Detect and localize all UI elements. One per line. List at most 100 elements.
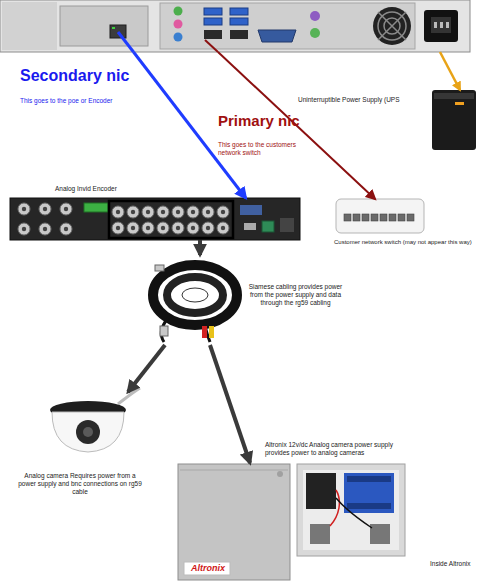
device-caption: Uninterruptible Power Supply (UPS [298, 96, 430, 104]
power-plug [209, 326, 214, 338]
usb-port [204, 18, 222, 25]
psu-board [306, 473, 336, 509]
bnc-connector [39, 203, 51, 215]
device-caption: Analog camera Requires power from a powe… [15, 472, 145, 496]
encoder-device: Analog Invid Encoder [10, 198, 300, 240]
bnc-connector [127, 206, 139, 218]
wire [330, 490, 339, 526]
bnc-connector [60, 203, 72, 215]
network-switch [336, 199, 424, 233]
nvr-server [0, 0, 470, 52]
bnc-connector [217, 222, 229, 234]
vga-port [258, 30, 296, 42]
cable-arrow [210, 345, 250, 463]
cable-device: Siamese cabling provides power from the … [150, 255, 240, 345]
ps2-port [310, 11, 320, 21]
bnc-connector [39, 223, 51, 235]
bnc-connector [187, 222, 199, 234]
camera-lens [76, 420, 100, 444]
device-caption: Customer network switch (may not appear … [334, 239, 478, 247]
bnc-connector [157, 222, 169, 234]
power-pin [440, 22, 443, 28]
bnc-connector [18, 223, 30, 235]
ups-device: Uninterruptible Power Supply (UPS [432, 90, 478, 150]
bnc-connector [217, 206, 229, 218]
server-panel [2, 2, 57, 50]
audio-jack [174, 7, 183, 16]
power-plug [202, 326, 207, 338]
bnc-connector [60, 223, 72, 235]
ps2-port [310, 28, 320, 38]
switch-body [336, 199, 424, 233]
switch-port [344, 214, 351, 221]
terminal-block [84, 203, 108, 212]
device-caption: Altronix 12v/dc Analog camera power supp… [265, 441, 415, 457]
ethernet-port [262, 221, 274, 232]
power-pin [446, 22, 449, 28]
box-lid [180, 470, 288, 471]
camera-lens [83, 427, 93, 437]
bnc-connector [18, 203, 30, 215]
nic-bracket [60, 6, 148, 46]
cable-coil [167, 277, 223, 313]
bnc-connector [112, 222, 124, 234]
cable-coil [153, 265, 237, 325]
bnc-connector [112, 206, 124, 218]
lan-port [204, 30, 222, 39]
terminal-row [347, 503, 391, 509]
cable-coil [182, 288, 208, 302]
analog-camera [50, 388, 140, 452]
cable-arrow [218, 52, 375, 199]
hdmi-port [244, 223, 256, 230]
knockout [277, 471, 283, 477]
ups [432, 90, 476, 150]
nic-lead [118, 32, 134, 52]
nic-title: Primary nic [218, 112, 300, 131]
device-caption: Siamese cabling provides power from the … [243, 283, 348, 307]
bnc-connector [172, 206, 184, 218]
bnc-connector [142, 222, 154, 234]
switch-port [389, 214, 396, 221]
fan-grille [378, 12, 406, 40]
siamese-cable [153, 265, 237, 342]
altronix-supply [178, 464, 405, 580]
usb-port [204, 8, 222, 15]
ups-top [434, 93, 474, 99]
highlight-frame [109, 201, 233, 238]
brand-logo: Altronix [186, 563, 230, 574]
power-port [280, 218, 294, 232]
usb-port [230, 18, 248, 25]
vga-port [240, 205, 262, 215]
bnc-connector [202, 222, 214, 234]
ups-body [432, 90, 476, 150]
audio-jack [174, 33, 183, 42]
device-caption: Analog Invid Encoder [55, 185, 175, 193]
fan [373, 7, 411, 45]
port-led [112, 27, 115, 29]
audio-jack [174, 20, 183, 29]
usb-port [230, 8, 248, 15]
switch-port [353, 214, 360, 221]
switch-port [371, 214, 378, 221]
bnc-connector [202, 206, 214, 218]
bnc-connector [142, 206, 154, 218]
enclosure-back [303, 470, 399, 550]
server-chassis [0, 0, 470, 52]
transformer [310, 524, 330, 544]
altronix-box [178, 464, 290, 580]
power-inlet [424, 10, 458, 42]
terminal-row [347, 476, 391, 482]
fan-grille [378, 12, 406, 40]
encoder [10, 198, 300, 240]
switch-port [362, 214, 369, 221]
switch-port [407, 214, 414, 221]
bnc-plug [155, 265, 164, 271]
bnc-connector [157, 206, 169, 218]
power-inlet [431, 17, 451, 33]
cable-arrow [128, 345, 165, 392]
cable-arrow [198, 240, 202, 255]
switch-port [398, 214, 405, 221]
